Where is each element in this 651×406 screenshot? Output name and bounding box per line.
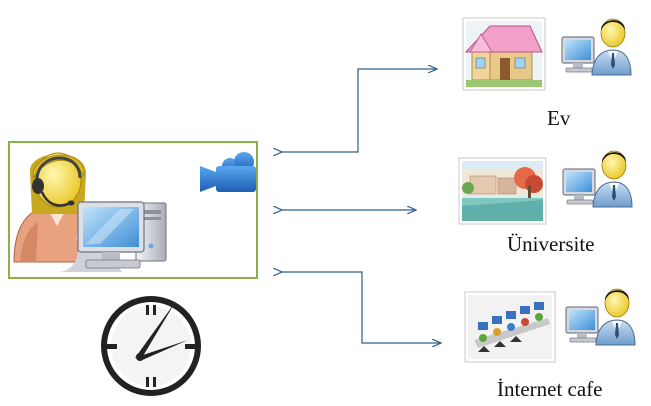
user-computer-icon [565,288,636,346]
user-computer-icon [562,150,633,208]
location-label-ev: Ev [547,106,571,130]
house-icon [462,17,546,91]
location-label-internet-cafe: İnternet cafe [497,377,603,401]
connector-internet-cafe [282,272,441,343]
clock-icon [101,296,201,396]
internet-cafe-icon [464,291,556,363]
campus-photo [458,157,547,225]
location-label-universite: Üniversite [507,232,595,256]
video-camera-icon [200,152,256,192]
operator-headset-icon [13,152,89,263]
operator-computer-icon [60,201,167,272]
connector-ev [282,69,437,152]
user-computer-icon [561,18,632,76]
